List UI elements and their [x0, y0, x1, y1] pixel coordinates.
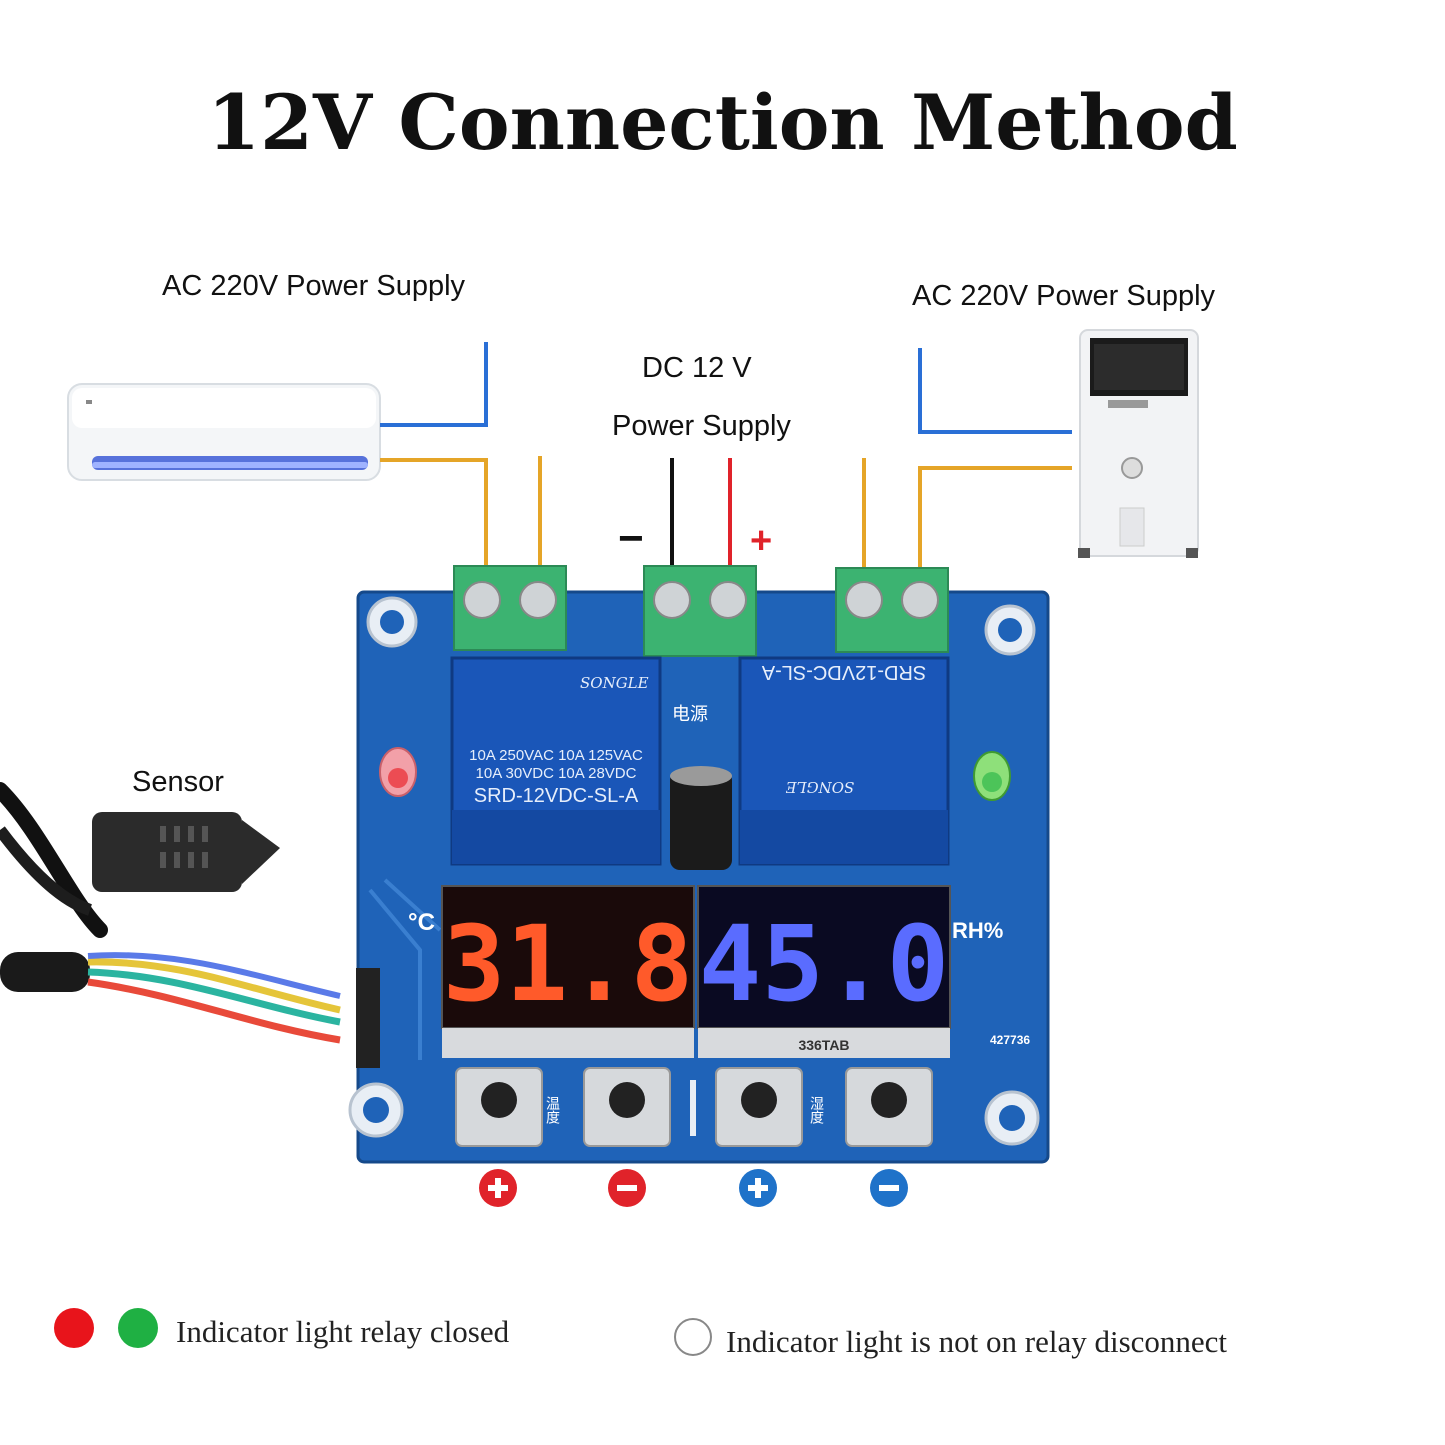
button-minus-temp: [608, 1169, 646, 1207]
relay-right-model: SRD-12VDC-SL-A: [761, 661, 926, 683]
relay-left-brand: SONGLE: [580, 674, 649, 692]
air-cooler-icon: [1078, 329, 1199, 558]
humidity-unit-label: RH%: [952, 918, 1003, 943]
terminal-block-left: [453, 565, 567, 651]
capacitor-icon: [670, 766, 732, 870]
relay-left-spec1: 10A 250VAC 10A 125VAC: [469, 747, 643, 764]
legend-open-text: Indicator light is not on relay disconne…: [726, 1324, 1228, 1359]
legend-red-dot: [54, 1308, 94, 1348]
left-ac-wires: [380, 342, 542, 570]
celsius-unit-label: °C: [408, 909, 435, 936]
relay-right-brand: SONGLE: [786, 778, 855, 796]
legend-off-dot: [674, 1318, 712, 1356]
dc-label-line1: DC 12 V: [642, 352, 752, 384]
dc-wires: [670, 458, 732, 570]
air-conditioner-icon: [67, 383, 381, 481]
relay-right: [738, 656, 950, 866]
board-tact-buttons: [455, 1067, 933, 1147]
temperature-readout: 31.8: [443, 903, 693, 1025]
ac-right-label: AC 220V Power Supply: [912, 280, 1216, 312]
relay-left: [450, 656, 662, 866]
relay-left-spec2: 10A 30VDC 10A 28VDC: [476, 765, 637, 782]
board-silk-power: 电源: [672, 704, 708, 725]
sensor-label: Sensor: [132, 766, 224, 798]
dc-minus-sign: −: [618, 514, 644, 563]
sensor-probe-icon: [0, 782, 341, 1044]
button-plus-humidity: [739, 1169, 777, 1207]
red-indicator-led: [379, 747, 417, 797]
humidity-display: [697, 885, 951, 1058]
dc-plus-sign: +: [750, 520, 773, 562]
board-silk-humidity: 湿度: [808, 1096, 824, 1124]
green-indicator-led: [973, 751, 1011, 801]
legend-closed-text: Indicator light relay closed: [176, 1314, 510, 1349]
button-minus-humidity: [870, 1169, 908, 1207]
display-code: 336TAB: [798, 1037, 849, 1053]
terminal-block-dc: [643, 565, 757, 657]
terminal-block-right: [835, 567, 949, 653]
page-title: 12V Connection Method: [207, 78, 1238, 167]
ac-left-label: AC 220V Power Supply: [162, 270, 466, 302]
right-ac-wires: [862, 348, 1072, 570]
board-silk-temp: 温度: [544, 1096, 560, 1124]
humidity-readout: 45.0: [699, 903, 949, 1025]
board-code: 427736: [990, 1033, 1030, 1047]
temperature-display: [441, 885, 695, 1058]
button-plus-temp: [479, 1169, 517, 1207]
dc-label-line2: Power Supply: [612, 410, 791, 442]
legend-green-dot: [118, 1308, 158, 1348]
relay-left-model: SRD-12VDC-SL-A: [474, 785, 639, 807]
